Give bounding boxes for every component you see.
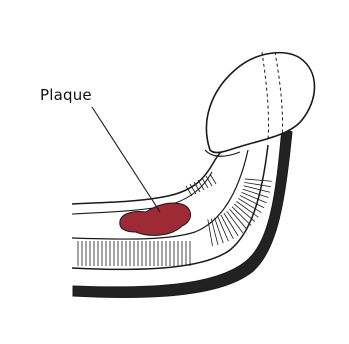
shaft-outline-top-inner bbox=[72, 172, 212, 214]
hatch-line bbox=[210, 174, 216, 184]
hatch-line bbox=[211, 219, 218, 245]
glans-outline bbox=[206, 53, 314, 153]
callout-leader-line bbox=[92, 107, 160, 212]
plaque-region bbox=[120, 203, 191, 235]
hatch-line bbox=[244, 186, 270, 192]
hatch-line bbox=[218, 216, 229, 241]
hatch-line bbox=[215, 218, 224, 244]
hatch-line bbox=[245, 179, 272, 181]
hatch-line bbox=[244, 182, 271, 186]
plaque-label: Plaque bbox=[40, 86, 92, 104]
hatch-line bbox=[243, 189, 269, 197]
hatch-line bbox=[242, 192, 267, 202]
